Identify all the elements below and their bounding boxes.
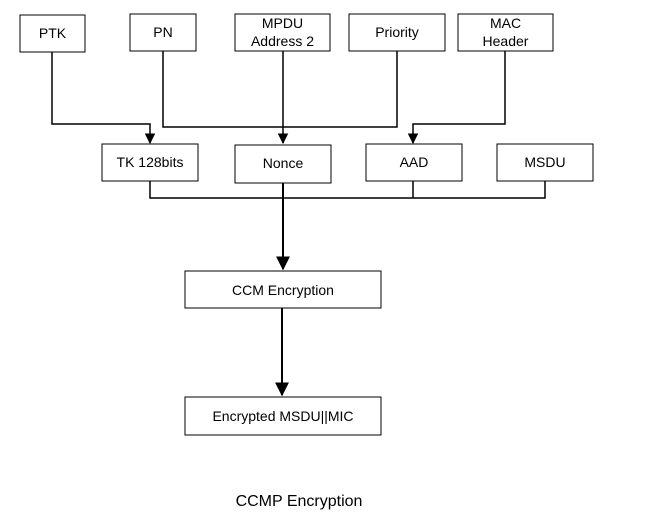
node-msdu-label: MSDU <box>524 154 565 170</box>
node-tk-label: TK 128bits <box>117 154 184 170</box>
node-priority-label: Priority <box>375 24 419 40</box>
node-encrypted-output: Encrypted MSDU||MIC <box>184 396 382 436</box>
node-mpdu-address-2: MPDU Address 2 <box>234 13 331 52</box>
node-mac-label-line1: MAC <box>490 15 521 31</box>
node-mac-label-line2: Header <box>483 33 529 49</box>
node-aad-label: AAD <box>400 154 429 170</box>
connector-ptk-to-tk <box>51 52 156 145</box>
node-aad: AAD <box>365 143 463 182</box>
connector-priority-to-nonce <box>283 51 398 128</box>
node-nonce-label: Nonce <box>263 155 304 171</box>
node-mpdu-label-line1: MPDU <box>262 15 303 31</box>
connector-middle-merge <box>149 181 546 199</box>
diagram-caption: CCMP Encryption <box>236 493 363 510</box>
node-mpdu-label-line2: Address 2 <box>251 33 314 49</box>
connector-pn-to-nonce <box>162 51 283 128</box>
node-mac-header: MAC Header <box>457 13 554 52</box>
connectors <box>51 51 546 397</box>
node-nonce: Nonce <box>234 144 332 184</box>
node-ccm-label: CCM Encryption <box>232 282 334 298</box>
node-ptk-label: PTK <box>39 25 67 41</box>
node-output-label: Encrypted MSDU||MIC <box>212 408 353 424</box>
node-ptk: PTK <box>19 14 86 53</box>
node-ccm-encryption: CCM Encryption <box>184 270 382 309</box>
node-msdu: MSDU <box>496 143 594 182</box>
node-pn: PN <box>129 13 197 52</box>
node-priority: Priority <box>348 13 446 52</box>
node-pn-label: PN <box>153 24 172 40</box>
connector-mac-to-aad <box>407 51 506 145</box>
node-tk-128bits: TK 128bits <box>101 143 199 182</box>
